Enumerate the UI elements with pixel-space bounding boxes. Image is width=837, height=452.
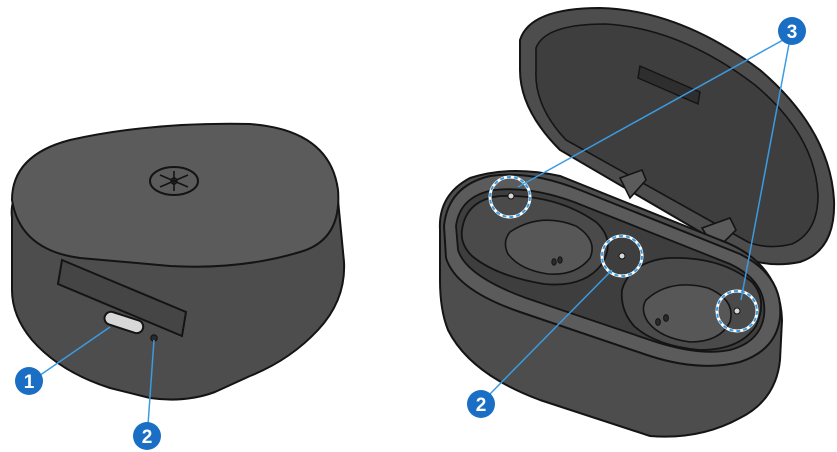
open-case: 3 2 xyxy=(438,6,836,438)
left-earbud-pins xyxy=(551,256,563,266)
highlight-ring-indicator-dash xyxy=(601,235,643,277)
right-earbud-pins xyxy=(655,314,669,326)
callout-badge-indicator-right: 2 xyxy=(467,390,495,418)
callout-line-contact-left xyxy=(517,39,784,188)
callout-badge-usb: 1 xyxy=(15,367,43,395)
left-earbud-shape xyxy=(504,219,593,275)
callout-number-1: 1 xyxy=(24,372,35,393)
callout-line-indicator-left xyxy=(147,339,155,426)
open-case-lid-inner xyxy=(535,23,819,248)
right-earbud-shape xyxy=(642,284,732,343)
callout-badge-contacts: 3 xyxy=(778,17,806,45)
callout-line-contact-right xyxy=(740,43,790,301)
open-case-indicator xyxy=(618,252,626,260)
callout-number-2: 2 xyxy=(142,427,153,448)
closed-case-front-plate xyxy=(56,258,188,338)
callout-number-2-right: 2 xyxy=(476,395,487,416)
callout-line-usb xyxy=(35,326,111,379)
usb-c-port xyxy=(103,310,145,335)
callout-number-3: 3 xyxy=(787,22,798,43)
callout-line-indicator-right xyxy=(489,269,613,395)
charging-contact-left xyxy=(507,192,515,200)
yamaha-logo-icon xyxy=(149,166,199,196)
closed-case: 1 2 xyxy=(10,122,346,450)
callout-badge-indicator-left: 2 xyxy=(133,422,161,450)
highlight-ring-contact-right-dash xyxy=(716,290,758,332)
charging-contact-right xyxy=(733,307,741,315)
hinge-left xyxy=(618,168,647,200)
highlight-ring-contact-left-dash xyxy=(489,176,531,218)
